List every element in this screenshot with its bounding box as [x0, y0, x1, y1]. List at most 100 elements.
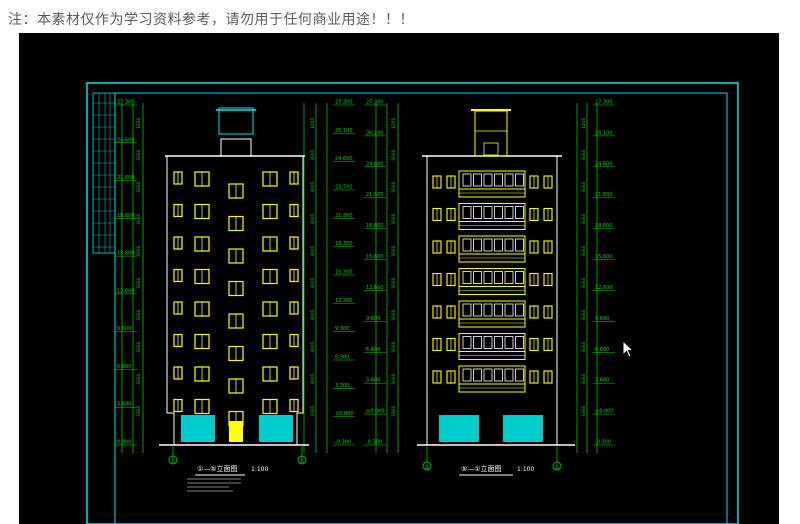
balcony: [458, 203, 526, 230]
window: [194, 171, 210, 187]
level-mark: 26.100: [364, 130, 386, 136]
window: [228, 378, 244, 394]
dimension-text: 3000: [310, 245, 316, 257]
svg-text:21.600: 21.600: [366, 192, 384, 198]
level-mark: 18.600: [593, 223, 615, 229]
svg-text:±0.000: ±0.000: [366, 409, 385, 415]
level-mark: 24.600: [333, 156, 355, 162]
level-mark: 12.600: [115, 288, 137, 294]
dimension-text: 3000: [391, 245, 397, 257]
svg-text:12.600: 12.600: [595, 285, 613, 291]
window: [432, 175, 442, 189]
title-block-strip: [92, 92, 116, 254]
svg-text:26.100: 26.100: [595, 130, 613, 136]
window: [289, 333, 299, 348]
dimension-text: 3000: [581, 373, 587, 385]
dimension-text: 3000: [581, 149, 587, 161]
window: [529, 207, 539, 222]
window: [289, 398, 299, 413]
dimension-text: 3000: [391, 373, 397, 385]
level-mark: 6.300: [333, 355, 355, 361]
svg-text:6.600: 6.600: [595, 347, 609, 353]
level-mark: 9.300: [333, 326, 355, 332]
window: [446, 240, 456, 254]
dimension-text: 3000: [310, 213, 316, 225]
dimension-text: 1200: [391, 117, 397, 129]
window: [173, 398, 183, 413]
dimension-text: 3000: [136, 277, 142, 289]
level-mark: 9.600: [593, 316, 615, 322]
dimension-text: 3000: [310, 149, 316, 161]
dimension-text: 3000: [391, 181, 397, 193]
window: [228, 215, 244, 232]
window: [432, 240, 442, 254]
right-elevation-scale: 1:100: [517, 466, 534, 473]
svg-text:27.300: 27.300: [335, 100, 353, 106]
dimension-text: 3000: [581, 213, 587, 225]
window: [228, 410, 244, 427]
svg-text:21.600: 21.600: [595, 192, 613, 198]
level-mark: 21.300: [333, 213, 355, 219]
svg-text:3.300: 3.300: [335, 383, 349, 389]
svg-text:21.300: 21.300: [335, 213, 353, 219]
level-mark: 15.600: [115, 251, 137, 257]
svg-text:6.600: 6.600: [366, 347, 380, 353]
left-elevation: ① ⑤ ①—⑤立面图 1:100: [121, 103, 328, 492]
balcony: [458, 365, 526, 393]
svg-text:18.600: 18.600: [366, 223, 384, 229]
window: [194, 268, 210, 285]
level-mark: ±0.000: [364, 409, 386, 415]
window: [228, 345, 244, 362]
level-mark: 21.600: [364, 192, 386, 198]
window: [228, 183, 244, 199]
svg-text:±0.000: ±0.000: [335, 411, 354, 417]
window: [194, 301, 210, 317]
dimension-text: 3000: [581, 341, 587, 353]
dimension-text: 1200: [310, 117, 316, 129]
window: [262, 236, 278, 252]
notice-text: 注：本素材仅作为学习资料参考，请勿用于任何商业用途！！！: [8, 12, 414, 28]
svg-text:23.700: 23.700: [335, 185, 353, 191]
window: [262, 268, 278, 285]
level-mark: 24.600: [115, 137, 137, 143]
left-axis-label-end: ⑤: [299, 458, 304, 465]
level-mark: 9.600: [364, 316, 386, 322]
right-axis-label-start: ⑤: [424, 464, 429, 471]
left-elevation-scale: 1:100: [251, 466, 268, 473]
dimension-text: 3000: [136, 309, 142, 321]
cad-drawing-viewport[interactable]: ① ⑤ ①—⑤立面图 1:100: [19, 33, 779, 524]
window: [173, 366, 183, 380]
window: [432, 272, 442, 287]
dimension-text: 3000: [310, 373, 316, 385]
level-mark: 6.600: [364, 347, 386, 353]
svg-text:15.300: 15.300: [335, 270, 353, 276]
window: [289, 236, 299, 250]
dimension-text: 3000: [391, 341, 397, 353]
window: [432, 370, 442, 384]
balcony: [458, 170, 526, 198]
svg-text:6.300: 6.300: [335, 355, 349, 361]
svg-text:27.300: 27.300: [366, 100, 384, 106]
balcony: [458, 235, 526, 263]
level-mark: 3.300: [333, 383, 355, 389]
svg-text:18.600: 18.600: [595, 223, 613, 229]
level-mark: 21.600: [115, 175, 137, 181]
balcony: [458, 333, 526, 360]
window: [173, 203, 183, 218]
window: [289, 268, 299, 283]
svg-text:-0.300: -0.300: [595, 440, 611, 446]
window: [446, 337, 456, 352]
window: [543, 370, 553, 384]
level-mark: -0.300: [593, 440, 615, 446]
svg-text:15.600: 15.600: [595, 254, 613, 260]
window: [262, 333, 278, 350]
window: [432, 337, 442, 352]
svg-text:18.600: 18.600: [117, 213, 135, 219]
svg-text:0.900: 0.900: [117, 440, 131, 446]
window: [432, 305, 442, 319]
svg-text:24.600: 24.600: [366, 161, 384, 167]
svg-text:12.300: 12.300: [335, 298, 353, 304]
dimension-text: 3000: [581, 245, 587, 257]
level-mark: 24.600: [593, 161, 615, 167]
svg-text:6.600: 6.600: [117, 364, 131, 370]
